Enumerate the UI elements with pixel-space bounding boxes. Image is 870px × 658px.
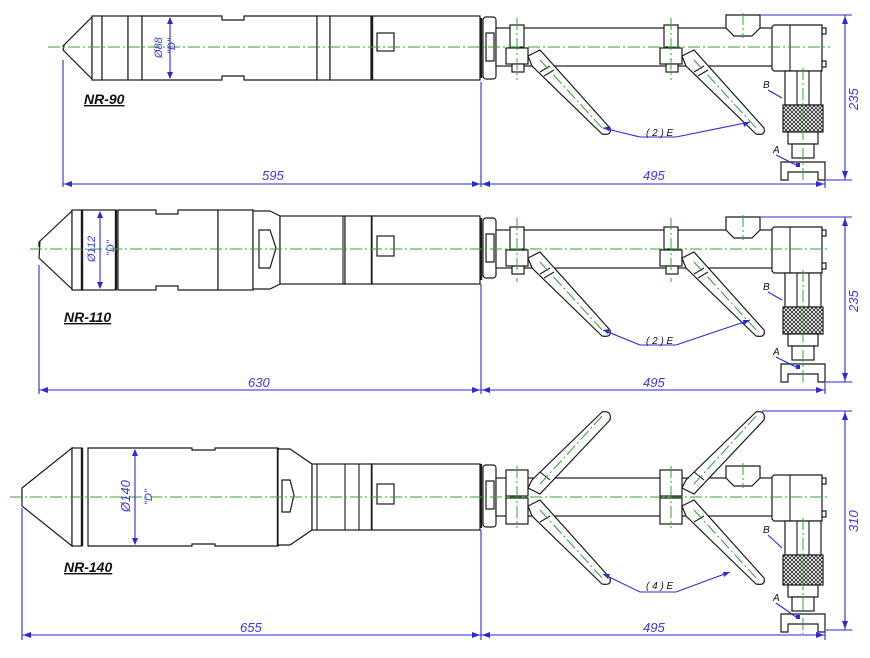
nr140-model-label: NR-140 <box>64 559 112 575</box>
nr90-body-length: 595 <box>262 168 284 183</box>
nr110-model-label: NR-110 <box>64 309 111 325</box>
nr140-connector <box>780 520 826 633</box>
nr110-callout-a: A <box>772 347 780 358</box>
nr140-callout-a: A <box>772 593 780 604</box>
nr110-height: 235 <box>846 290 861 313</box>
nr110-handles-callout: ( 2 ) E <box>646 336 674 347</box>
nr140-manifold-length: 495 <box>643 620 665 635</box>
model-nr140: Ø140 "D" NR-140 ( 4 ) E B A 655 495 310 <box>10 410 861 640</box>
nr90-diameter-label: Ø88 <box>153 36 165 59</box>
nr140-diameter-tag: "D" <box>143 488 155 505</box>
nr110-body <box>38 209 497 291</box>
nr110-body-length: 630 <box>248 375 270 390</box>
nr140-diameter-label: Ø140 <box>118 479 133 513</box>
nr140-callout-b: B <box>763 525 770 536</box>
nr90-height: 235 <box>846 88 861 111</box>
nr90-model-label: NR-90 <box>84 91 125 107</box>
nr110-manifold-length: 495 <box>643 375 665 390</box>
nr140-handles-callout: ( 4 ) E <box>646 581 674 592</box>
model-nr110: Ø112 "D" NR-110 ( 2 ) E B A 630 495 235 <box>30 209 861 394</box>
nr90-handles-callout: ( 2 ) E <box>646 128 674 139</box>
nr140-body-length: 655 <box>240 620 262 635</box>
nr90-body <box>61 15 497 81</box>
nr110-diameter-tag: "D" <box>105 239 117 256</box>
nr90-callout-a: A <box>772 145 780 156</box>
model-nr90: Ø88 "D" NR-90 ( 2 ) E B A 595 495 235 <box>48 13 861 188</box>
nr110-diameter-label: Ø112 <box>86 236 98 263</box>
nr90-callout-b: B <box>763 80 770 91</box>
nr140-height: 310 <box>846 510 861 532</box>
nr90-manifold-length: 495 <box>643 168 665 183</box>
nr90-diameter-tag: "D" <box>166 37 178 54</box>
nr110-callout-b: B <box>763 282 770 293</box>
